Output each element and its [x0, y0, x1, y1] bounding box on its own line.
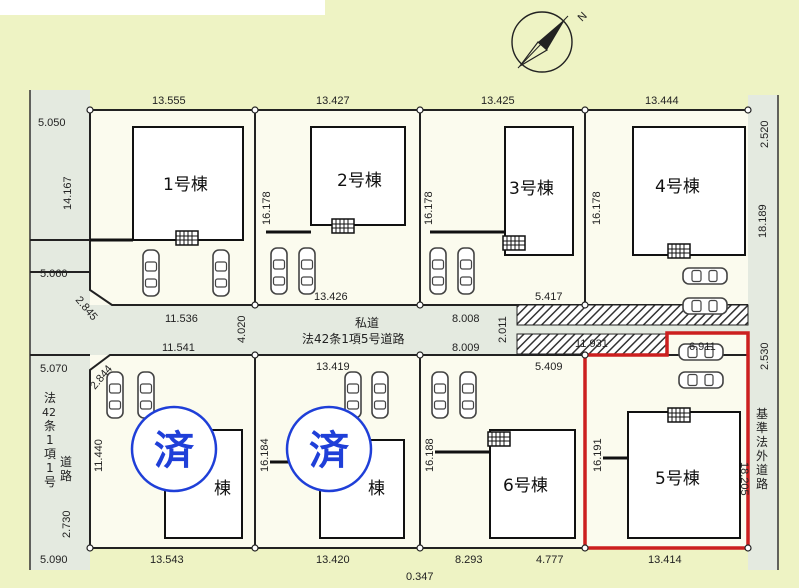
svg-text:5.090: 5.090: [40, 554, 68, 566]
svg-text:2.011: 2.011: [497, 316, 509, 343]
building-4-label: 4号棟: [655, 177, 700, 197]
svg-text:18.205: 18.205: [738, 462, 750, 496]
building-1-label: 1号棟: [163, 175, 208, 195]
svg-text:13.555: 13.555: [152, 95, 186, 107]
building-7-label: 棟: [214, 479, 231, 499]
svg-text:2.520: 2.520: [759, 120, 771, 148]
sold-stamp-2: 済: [285, 405, 373, 493]
top-white-box: [0, 0, 325, 15]
svg-text:4.020: 4.020: [236, 315, 248, 343]
svg-text:8.293: 8.293: [455, 554, 483, 566]
svg-text:13.414: 13.414: [648, 554, 682, 566]
building-2-label: 2号棟: [337, 171, 382, 191]
svg-text:13.420: 13.420: [316, 554, 350, 566]
building-6-label: 6号棟: [503, 476, 548, 496]
svg-text:18.189: 18.189: [757, 204, 769, 238]
building-5-label: 5号棟: [655, 469, 700, 489]
svg-text:16.178: 16.178: [591, 191, 603, 225]
svg-text:16.184: 16.184: [259, 438, 271, 472]
svg-text:0.347: 0.347: [406, 571, 434, 583]
svg-text:号: 号: [44, 475, 56, 489]
private-road-law: 法42条1項5号道路: [302, 331, 405, 346]
svg-text:11.536: 11.536: [165, 313, 198, 325]
svg-text:16.188: 16.188: [424, 438, 436, 472]
svg-text:14.167: 14.167: [62, 176, 74, 210]
svg-text:13.427: 13.427: [316, 95, 350, 107]
building-8-label: 棟: [368, 479, 385, 499]
svg-text:5.050: 5.050: [38, 117, 66, 129]
svg-text:2.730: 2.730: [61, 510, 73, 538]
svg-text:法: 法: [44, 391, 56, 405]
left-road: [30, 90, 90, 570]
sold-stamp-1: 済: [130, 405, 218, 493]
svg-text:11.931: 11.931: [575, 338, 608, 350]
svg-text:16.191: 16.191: [592, 438, 604, 472]
left-road-label: 法 42 条 1 項 1 号 道 路: [42, 391, 72, 489]
north-label: N: [576, 10, 590, 24]
svg-text:1: 1: [46, 461, 54, 475]
svg-text:路: 路: [60, 468, 72, 483]
right-road-label: 基 準 法 外 道 路: [756, 407, 768, 491]
svg-text:13.444: 13.444: [645, 95, 679, 107]
svg-text:済: 済: [154, 428, 195, 474]
svg-text:13.543: 13.543: [150, 554, 184, 566]
svg-text:13.425: 13.425: [481, 95, 515, 107]
svg-text:道: 道: [756, 463, 768, 477]
svg-text:5.409: 5.409: [535, 361, 563, 373]
svg-text:済: 済: [309, 428, 350, 474]
svg-text:5.060: 5.060: [40, 268, 68, 280]
svg-text:16.178: 16.178: [423, 191, 435, 225]
svg-text:路: 路: [756, 476, 768, 491]
svg-text:1: 1: [46, 433, 54, 447]
svg-text:16.178: 16.178: [261, 191, 273, 225]
svg-text:5.417: 5.417: [535, 291, 563, 303]
private-road-name: 私道: [355, 316, 379, 330]
svg-text:基: 基: [756, 407, 768, 421]
svg-text:5.070: 5.070: [40, 363, 68, 375]
svg-text:13.419: 13.419: [316, 361, 350, 373]
svg-text:準: 準: [756, 420, 768, 435]
svg-text:項: 項: [44, 447, 56, 461]
svg-text:11.541: 11.541: [162, 342, 195, 354]
svg-text:外: 外: [756, 449, 768, 463]
north-arrow-icon: [511, 11, 573, 73]
svg-text:42: 42: [42, 406, 56, 419]
svg-text:4.777: 4.777: [536, 554, 564, 566]
svg-text:13.426: 13.426: [314, 291, 348, 303]
svg-text:道: 道: [60, 455, 72, 469]
svg-text:6.911: 6.911: [689, 341, 716, 353]
svg-text:2.530: 2.530: [759, 342, 771, 370]
right-road: [748, 95, 778, 570]
svg-text:法: 法: [756, 435, 768, 449]
building-3-label: 3号棟: [509, 179, 554, 199]
svg-text:8.009: 8.009: [452, 342, 480, 354]
svg-text:8.008: 8.008: [452, 313, 480, 325]
svg-text:条: 条: [44, 419, 56, 433]
svg-text:11.440: 11.440: [93, 439, 105, 472]
